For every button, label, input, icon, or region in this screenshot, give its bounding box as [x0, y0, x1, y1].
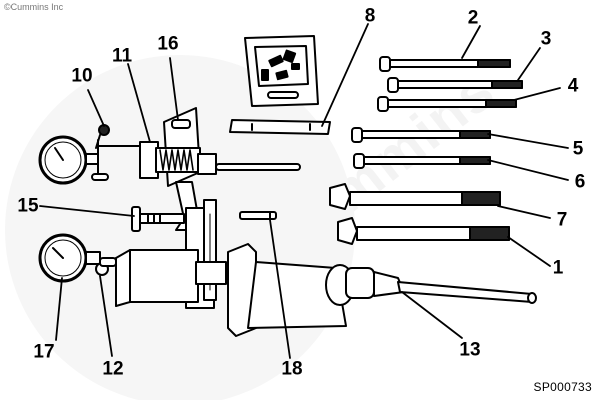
callout-4: 4: [567, 75, 579, 97]
knob-screw-15: [131, 206, 185, 232]
bolt-3: [387, 77, 523, 93]
callout-18: 18: [281, 358, 303, 380]
callout-10: 10: [71, 65, 93, 87]
callout-2: 2: [467, 7, 479, 29]
callout-11: 11: [111, 45, 133, 67]
figure-id: SP000733: [533, 380, 592, 394]
callout-16: 16: [157, 33, 179, 55]
bolt-1: [337, 217, 510, 245]
clamp-bracket: [139, 107, 301, 231]
bolt-7: [329, 183, 501, 210]
callout-1: 1: [552, 257, 564, 279]
bolt-2: [379, 56, 511, 72]
locator-bar: [229, 119, 331, 135]
copyright-notice: ©Cummins Inc: [4, 2, 64, 12]
callout-6: 6: [574, 171, 586, 193]
callout-15: 15: [17, 195, 39, 217]
lower-dial-indicator: [38, 233, 117, 283]
locator-plate: [244, 35, 319, 107]
bolt-5: [351, 127, 491, 143]
sleeve-assembly: [227, 243, 537, 337]
bolt-4: [377, 96, 517, 112]
callout-8: 8: [364, 5, 376, 27]
callout-5: 5: [572, 138, 584, 160]
callout-17: 17: [33, 341, 55, 363]
upper-dial-indicator: [38, 124, 149, 185]
main-body-block: [115, 249, 227, 307]
callout-7: 7: [556, 209, 568, 231]
callout-12: 12: [102, 358, 124, 380]
leader-lines: [39, 23, 569, 359]
pin-18: [239, 211, 277, 220]
callout-3: 3: [540, 28, 552, 50]
callout-13: 13: [459, 339, 481, 361]
bolt-6: [353, 153, 491, 169]
